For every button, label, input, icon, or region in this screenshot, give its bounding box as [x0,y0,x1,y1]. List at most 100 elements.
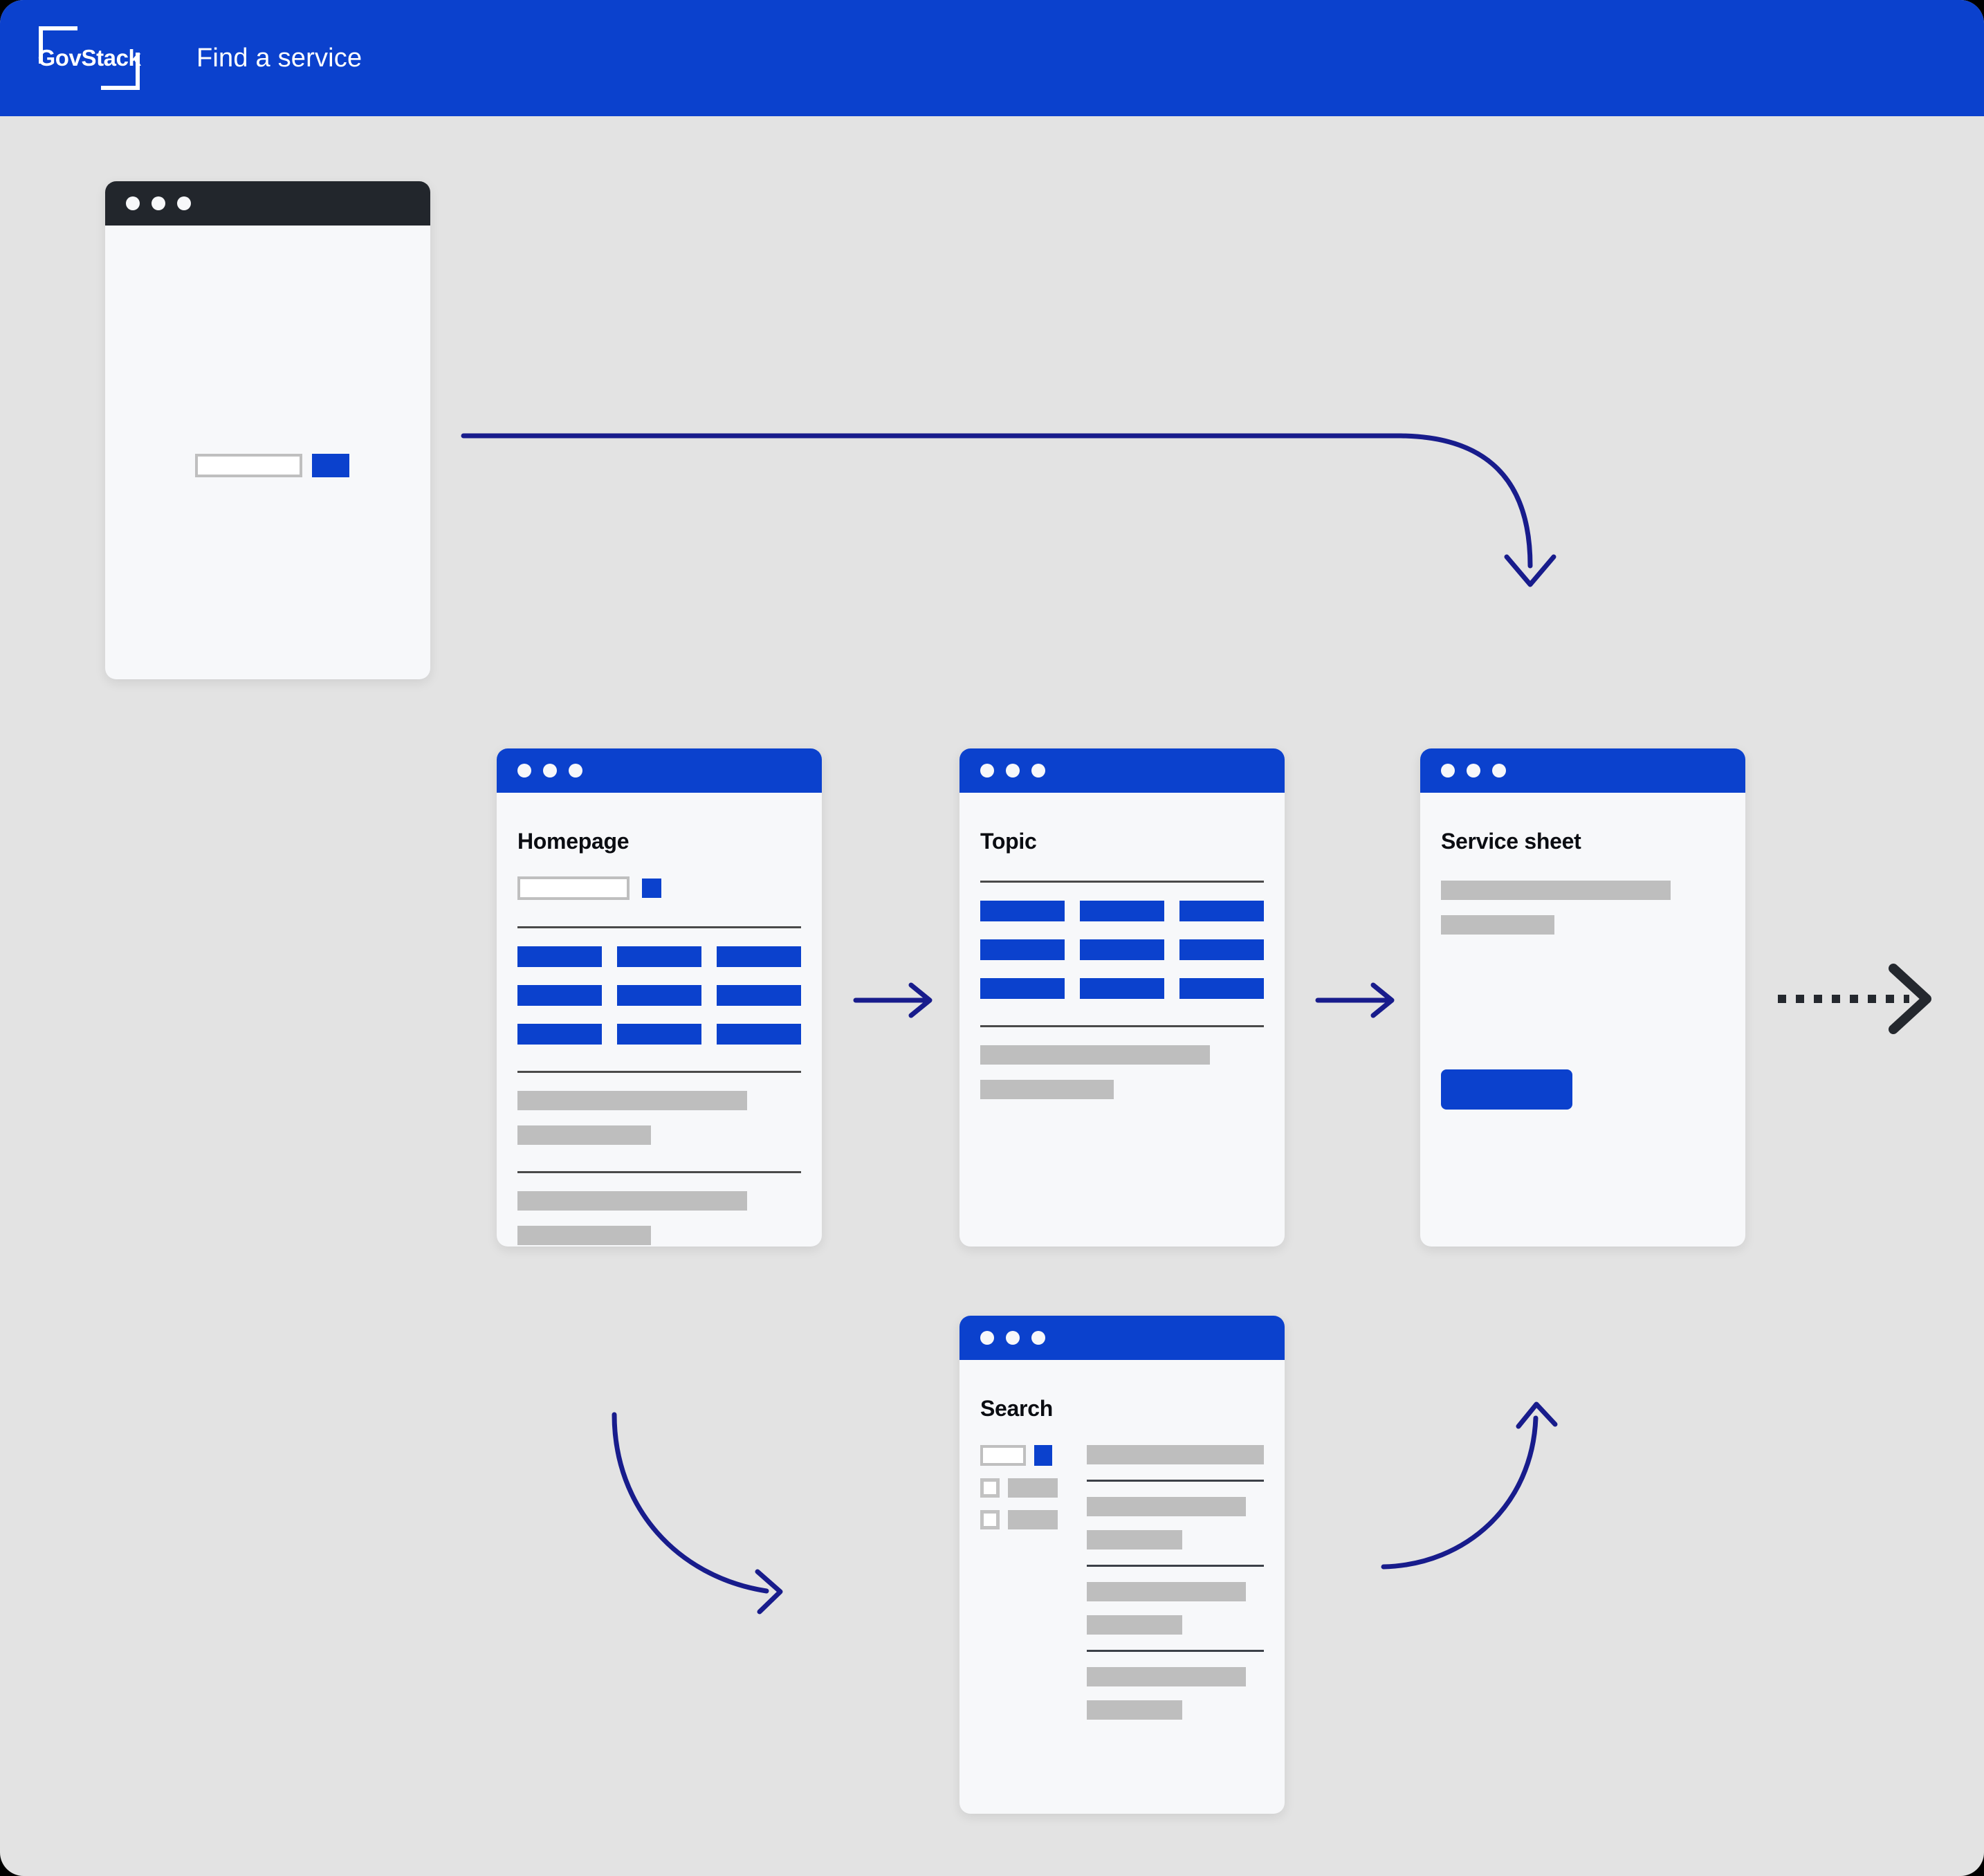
homepage-search-row [517,876,801,900]
divider [517,1071,801,1073]
window-dot-icon [980,764,994,778]
result-item[interactable] [1087,1582,1264,1635]
window-dot-icon [177,196,191,210]
spacer [980,1027,1264,1045]
topic-tile[interactable] [517,1024,602,1045]
divider [980,1025,1264,1027]
service-tile[interactable] [980,978,1065,999]
search-input[interactable] [980,1445,1026,1466]
results-column [1087,1445,1264,1720]
content-block [980,1045,1264,1099]
search-button[interactable] [312,454,349,477]
divider [1087,1650,1264,1652]
apply-cta-button[interactable] [1441,1069,1572,1110]
topic-tile[interactable] [617,1024,701,1045]
page-title: Find a service [196,43,362,73]
checkbox-icon[interactable] [980,1510,1000,1529]
spacer [517,1073,801,1091]
window-dot-icon [1006,1331,1020,1345]
service-tile-grid [980,901,1264,999]
service-tile[interactable] [1080,978,1164,999]
content-block [517,1091,801,1145]
placeholder-line [517,1125,651,1145]
service-sheet-title: Service sheet [1441,829,1581,854]
result-title-line [1087,1667,1247,1686]
app-header: GovStack Find a service [0,0,1984,116]
window-dot-icon [1006,764,1020,778]
facet-sidebar [980,1445,1062,1720]
facet-checkbox-row[interactable] [980,1510,1062,1529]
window-titlebar [497,748,822,793]
window-body: Homepage [497,829,822,1245]
topic-tile[interactable] [617,985,701,1006]
topic-tile[interactable] [517,985,602,1006]
window-dot-icon [151,196,165,210]
window-body: Service sheet [1420,829,1745,1110]
window-dot-icon [980,1331,994,1345]
search-to-service-arrow [1381,1401,1558,1570]
search-button[interactable] [642,879,661,898]
divider [980,881,1264,883]
result-item[interactable] [1087,1497,1264,1549]
search-window[interactable]: Search [959,1316,1285,1814]
service-sheet-window[interactable]: Service sheet [1420,748,1745,1247]
service-tile[interactable] [1179,939,1264,960]
search-layout [980,1445,1264,1720]
spacer [980,883,1264,901]
service-tile[interactable] [980,939,1065,960]
bracket-bottom-right-icon [101,53,140,90]
spacer [517,1173,801,1191]
topic-tile[interactable] [717,1024,801,1045]
search-input[interactable] [195,454,302,477]
search-input[interactable] [517,876,630,900]
homepage-window[interactable]: Homepage [497,748,822,1247]
window-dot-icon [1492,764,1506,778]
checkbox-icon[interactable] [980,1478,1000,1498]
homepage-to-search-arrow [612,1412,783,1615]
window-titlebar [959,1316,1285,1360]
result-meta-line [1087,1530,1183,1549]
results-header-bar [1087,1445,1264,1464]
placeholder-line [980,1080,1114,1099]
service-tile[interactable] [980,901,1065,921]
result-title-line [1087,1582,1247,1601]
topic-tile[interactable] [717,946,801,967]
service-tile[interactable] [1179,978,1264,999]
window-body: Search [959,1396,1285,1720]
topic-window[interactable]: Topic [959,748,1285,1247]
spacer [980,854,1264,881]
service-tile[interactable] [1080,939,1164,960]
topic-tile[interactable] [717,985,801,1006]
landing-window[interactable] [105,181,430,679]
window-dot-icon [1467,764,1480,778]
facet-search-row [980,1445,1062,1466]
content-block [517,1191,801,1245]
spacer [517,1145,801,1171]
service-tile[interactable] [1080,901,1164,921]
govstack-logo[interactable]: GovStack [37,26,141,90]
result-item[interactable] [1087,1667,1264,1720]
landing-search-row [195,454,349,477]
facet-label [1008,1510,1058,1529]
search-button[interactable] [1034,1445,1052,1466]
spacer [1441,854,1725,881]
divider [1087,1480,1264,1482]
topic-tile[interactable] [517,946,602,967]
placeholder-line [1441,881,1671,900]
divider [517,1171,801,1173]
window-dot-icon [543,764,557,778]
window-dot-icon [1441,764,1455,778]
divider [517,926,801,928]
content-block [1441,881,1725,935]
search-title: Search [980,1396,1053,1421]
window-body: Topic [959,829,1285,1099]
service-to-next-arrow [1778,964,1931,1034]
window-dot-icon [1031,764,1045,778]
result-title-line [1087,1497,1247,1516]
topic-tile[interactable] [617,946,701,967]
facet-checkbox-row[interactable] [980,1478,1062,1498]
facet-label [1008,1478,1058,1498]
service-tile[interactable] [1179,901,1264,921]
divider [1087,1565,1264,1567]
